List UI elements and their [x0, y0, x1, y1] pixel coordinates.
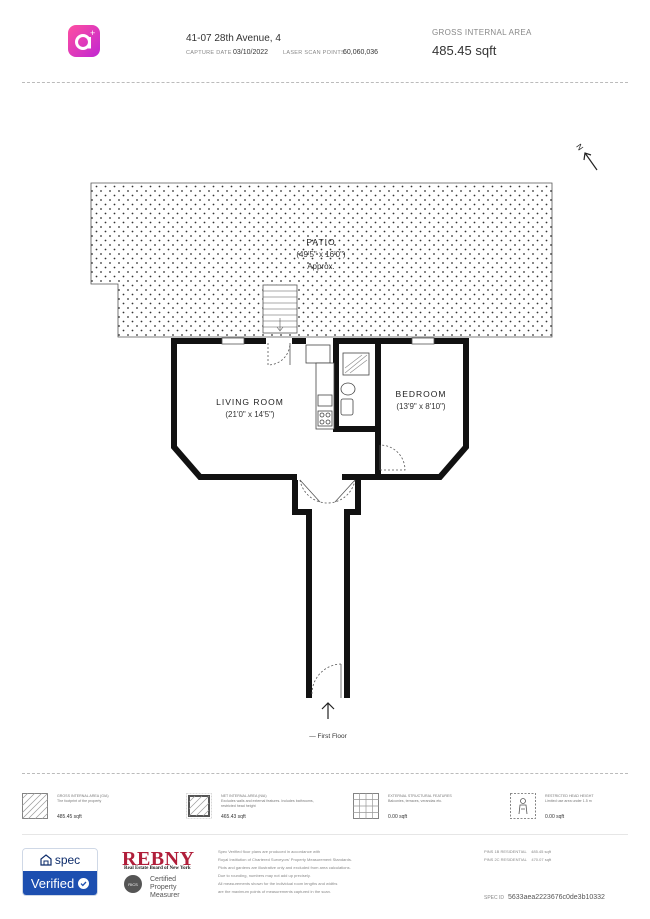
legend-restricted-title: RESTRICTED HEAD HEIGHT: [545, 794, 594, 798]
gia-value: 485.45 sqft: [432, 43, 497, 58]
capture-date-label: CAPTURE DATE: [186, 50, 232, 56]
bathroom: [333, 338, 381, 432]
laser-points: 60,060,036: [343, 49, 379, 56]
legend-restricted-desc: Limited use area under 1.5 m: [545, 799, 592, 803]
living-room-dims: (21'0" x 14'5"): [225, 410, 275, 419]
pins-1b-label: PINS 1B RESIDENTIAL: [484, 849, 527, 854]
kitchen: [305, 344, 335, 430]
spec-id-label: SPEC ID: [484, 895, 505, 901]
capture-date: 03/10/2022: [233, 49, 269, 56]
brand-a-icon: +: [75, 28, 95, 50]
gia-label: GROSS INTERNAL AREA: [432, 28, 532, 37]
bedroom-dims: (13'9" x 8'10"): [396, 402, 446, 411]
pins-2c-label: PINS 2C RESIDENTIAL: [484, 857, 527, 862]
entrance-arrow-icon: [321, 702, 335, 719]
patio-dims: (49'5" x 16'0"): [296, 250, 346, 259]
patio-note: Approx.: [307, 262, 335, 271]
patio-name: PATIO: [306, 237, 335, 247]
hatch-room-icon: [186, 793, 212, 819]
floor-plan: N PATIO (49'5" x 16'0") Approx.: [90, 142, 598, 740]
legend-divider-top: [22, 773, 628, 774]
spec-id: 5633aea2223676c0de3b10332: [508, 894, 605, 901]
spec-logo-icon: [40, 854, 52, 866]
rebny-subtitle: Real Estate Board of New York: [124, 866, 191, 871]
svg-text:+: +: [90, 28, 95, 38]
patio-area: [90, 182, 553, 338]
legend-nia-desc: Excludes walls and external features. In…: [221, 799, 314, 808]
spec-verified-text: Verified: [30, 875, 75, 891]
spec-verified-badge: spec Verified: [22, 848, 98, 896]
legend-nia-title: NET INTERNAL AREA (NIA): [221, 794, 267, 798]
legend-gia-title: GROSS INTERNAL AREA (GIA): [57, 794, 109, 798]
hatch-diagonal-icon: [21, 792, 49, 820]
address: 41-07 28th Avenue, 4: [186, 33, 281, 44]
legend-gia-value: 485.45 sqft: [57, 814, 82, 820]
stairs: [262, 284, 298, 334]
compass-label: N: [574, 142, 585, 152]
grid-icon: [353, 793, 379, 819]
legend-divider-bottom: [22, 834, 628, 835]
living-room-name: LIVING ROOM: [216, 397, 284, 407]
door-swings: [267, 342, 406, 698]
rics-logo-icon: RICS: [124, 875, 142, 893]
legend-gia-desc: The footprint of the property: [57, 799, 102, 803]
header-divider: [22, 82, 628, 83]
legend-external-desc: Balconies, terraces, verandas etc.: [388, 799, 443, 803]
legend-external-title: EXTERNAL STRUCTURAL FEATURES: [388, 794, 452, 798]
rics-line-2: Property: [150, 884, 177, 891]
rebny-logo: REBNY: [122, 848, 195, 870]
disclaimer: Spec Verified floor plans are produced i…: [218, 849, 352, 894]
legend-nia-value: 465.43 sqft: [221, 814, 246, 820]
bedroom-name: BEDROOM: [396, 389, 447, 399]
pins-1b-value: 485.45 sqft: [531, 849, 551, 854]
legend-restricted: [510, 793, 536, 824]
windows: [221, 337, 435, 345]
rics-line-3: Measurer: [150, 892, 180, 899]
legend-external-value: 0.00 sqft: [388, 814, 408, 820]
person-icon: [510, 793, 536, 819]
floor-label: — First Floor: [309, 733, 347, 740]
spec-brand: spec: [54, 853, 81, 867]
rics-line-1: Certified: [150, 876, 177, 883]
legend-nia: [186, 793, 212, 824]
compass-icon: N: [574, 142, 598, 171]
legend-restricted-value: 0.00 sqft: [545, 814, 565, 820]
pins-list: PINS 1B RESIDENTIAL 485.45 sqft PINS 2C …: [484, 848, 551, 864]
pins-2c-value: 470.07 sqft: [531, 857, 552, 862]
laser-points-label: LASER SCAN POINTS: [283, 50, 345, 56]
legend-gia: [21, 792, 49, 824]
app-logo: +: [68, 25, 100, 57]
legend-external: [353, 793, 379, 824]
check-icon: [78, 877, 90, 889]
